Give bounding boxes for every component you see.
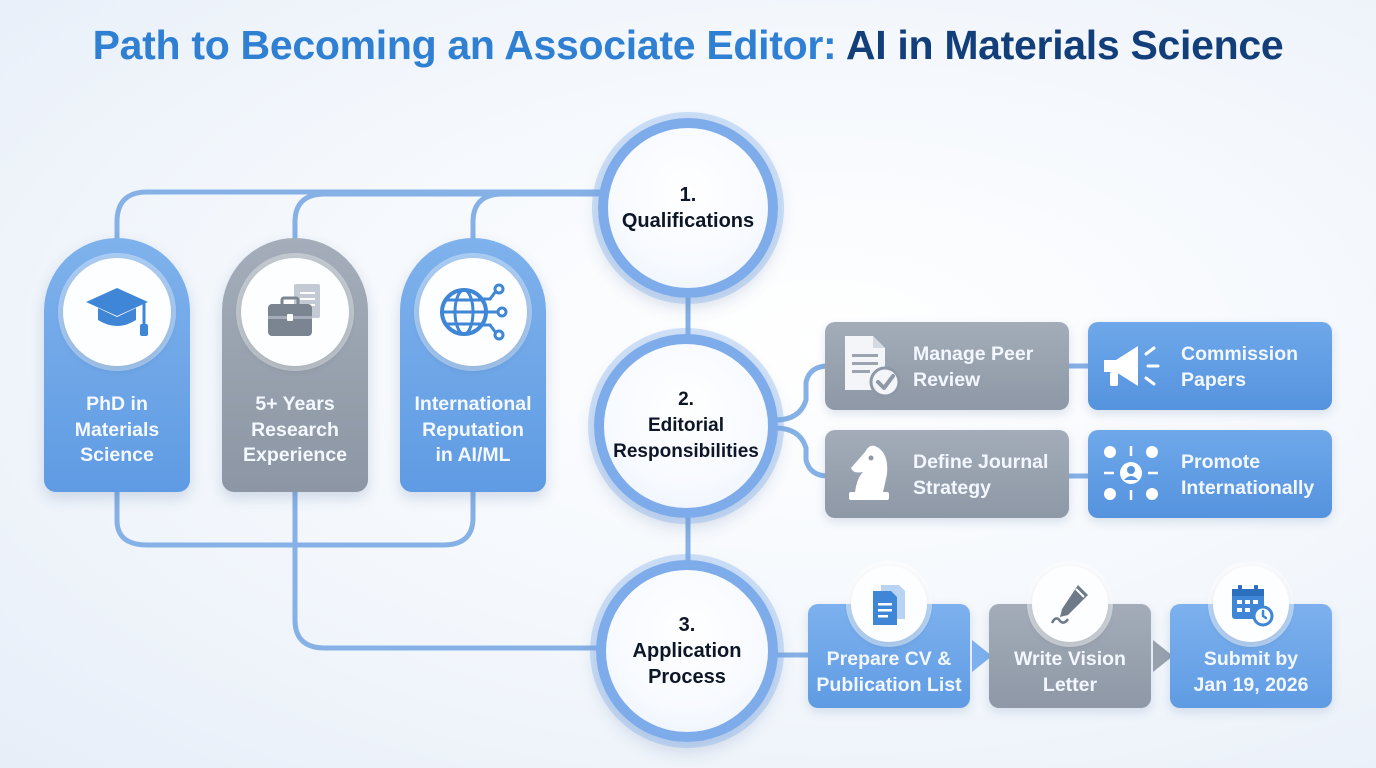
qualification-label-phd: PhD in Materials Science	[44, 392, 190, 469]
card-line: Manage Peer	[913, 343, 1034, 365]
card-line: Write Vision	[1014, 648, 1126, 670]
connector-qual-2-bottom	[292, 489, 608, 651]
card-line: Papers	[1181, 369, 1247, 391]
responsibility-card-promote: Promote Internationally	[1088, 430, 1332, 518]
qualification-line: International	[414, 393, 532, 415]
qualification-line: Science	[80, 444, 154, 466]
card-line: Letter	[1042, 674, 1098, 696]
pen-signature-icon	[1032, 566, 1108, 642]
qualification-label-reputation: International Reputation in AI/ML	[400, 392, 546, 469]
responsibility-label: Promote Internationally	[1181, 449, 1314, 501]
responsibility-label: Define Journal Strategy	[913, 449, 1048, 501]
responsibility-card-peer-review: Manage Peer Review	[825, 322, 1069, 410]
step-label: Responsibilities	[613, 441, 759, 462]
card-line: Commission	[1181, 343, 1299, 365]
process-arrow-2	[1153, 640, 1173, 672]
step-label: Editorial	[647, 415, 724, 436]
document-check-icon	[839, 332, 903, 403]
connector-qual-1-bottom	[114, 489, 298, 548]
connector-qual-1-top	[114, 189, 603, 243]
qualification-label-experience: 5+ Years Research Experience	[222, 392, 368, 469]
connector-qual-2-top	[292, 191, 603, 241]
connector-resp-top	[772, 363, 831, 423]
qualification-line: 5+ Years	[255, 393, 335, 415]
step-1-qualifications: 1. Qualifications	[598, 118, 778, 298]
qualification-card-phd: PhD in Materials Science	[44, 238, 190, 492]
process-label: Write Vision Letter	[989, 646, 1151, 698]
graduation-cap-icon	[63, 258, 171, 366]
card-line: Jan 19, 2026	[1193, 674, 1309, 696]
process-card-prepare-cv: Prepare CV & Publication List	[808, 566, 970, 708]
chess-knight-icon	[843, 440, 895, 511]
responsibility-label: Manage Peer Review	[913, 341, 1033, 393]
process-card-submit: Submit by Jan 19, 2026	[1170, 566, 1332, 708]
briefcase-documents-icon	[241, 258, 349, 366]
responsibility-card-commission-papers: Commission Papers	[1088, 322, 1332, 410]
process-card-vision-letter: Write Vision Letter	[989, 566, 1151, 708]
card-line: Prepare CV &	[826, 648, 952, 670]
qualification-line: Research	[251, 418, 339, 441]
step-number: 2.	[678, 389, 694, 410]
process-arrow-1	[972, 640, 992, 672]
process-label: Prepare CV & Publication List	[808, 646, 970, 698]
calendar-clock-icon	[1213, 566, 1289, 642]
responsibility-label: Commission Papers	[1181, 341, 1298, 393]
people-network-icon	[1098, 440, 1164, 511]
qualification-line: in AI/ML	[435, 444, 511, 466]
qualification-line: Experience	[242, 444, 348, 466]
qualification-line: Materials	[74, 418, 160, 441]
connector-resp-bottom	[772, 425, 831, 479]
card-line: Review	[913, 369, 981, 391]
step-3-application-process: 3. Application Process	[596, 560, 778, 742]
title-part-2: AI in Materials Science	[845, 22, 1284, 68]
title-part-1: Path to Becoming an Associate Editor:	[92, 22, 846, 68]
card-line: Promote	[1181, 451, 1261, 473]
card-line: Strategy	[913, 477, 992, 499]
qualification-line: PhD in	[86, 393, 148, 415]
qualification-card-experience: 5+ Years Research Experience	[222, 238, 368, 492]
card-line: Submit by	[1203, 648, 1299, 670]
step-label: Qualifications	[621, 210, 755, 232]
qualification-line: Reputation	[422, 418, 524, 441]
step-number: 1.	[679, 184, 697, 206]
globe-network-icon	[419, 258, 527, 366]
qualification-card-reputation: International Reputation in AI/ML	[400, 238, 546, 492]
connector-qual-3-top	[470, 191, 603, 243]
documents-icon	[851, 566, 927, 642]
megaphone-icon	[1098, 336, 1164, 401]
card-line: Internationally	[1181, 477, 1315, 499]
connector-qual-3-bottom	[292, 489, 476, 548]
page-title: Path to Becoming an Associate Editor: AI…	[0, 22, 1376, 69]
card-line: Publication List	[816, 674, 962, 696]
card-line: Define Journal	[913, 451, 1049, 473]
step-label: Process	[648, 666, 726, 688]
process-label: Submit by Jan 19, 2026	[1170, 646, 1332, 698]
step-number: 3.	[678, 614, 696, 636]
step-label: Application	[632, 640, 742, 662]
step-2-editorial-responsibilities: 2. Editorial Responsibilities	[594, 334, 778, 518]
responsibility-card-journal-strategy: Define Journal Strategy	[825, 430, 1069, 518]
